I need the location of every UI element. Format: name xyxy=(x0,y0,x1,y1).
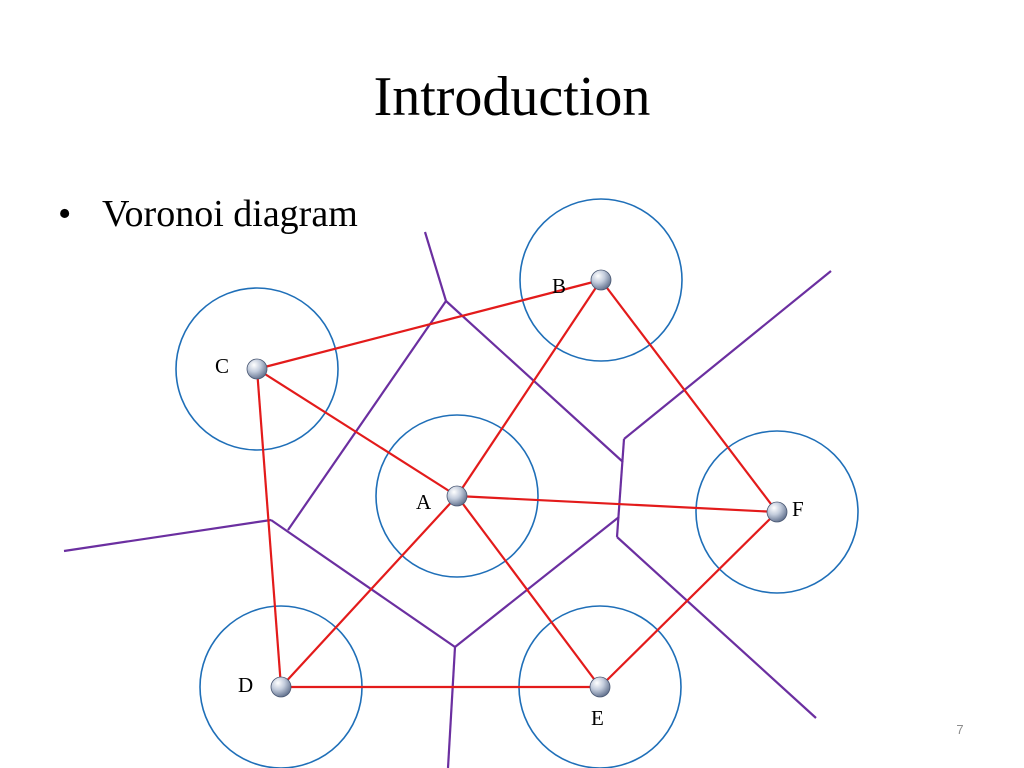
site-label-c: C xyxy=(215,354,229,378)
voronoi-edge xyxy=(287,300,447,531)
site-label-b: B xyxy=(552,274,566,298)
page-number: 7 xyxy=(956,722,964,737)
site-a-point xyxy=(446,485,468,507)
voronoi-edges xyxy=(63,231,832,768)
circle-c xyxy=(175,287,339,451)
voronoi-edge xyxy=(615,438,626,538)
bullet-item: • Voronoi diagram xyxy=(58,190,358,238)
site-label-a: A xyxy=(416,490,432,514)
site-points xyxy=(246,269,788,698)
voronoi-edge xyxy=(446,646,457,768)
delaunay-edge-b-f xyxy=(600,279,778,513)
delaunay-edges xyxy=(255,278,778,689)
delaunay-edge-a-b xyxy=(456,279,602,497)
voronoi-edge xyxy=(270,519,456,648)
site-label-d: D xyxy=(238,673,253,697)
site-label-f: F xyxy=(792,497,804,521)
delaunay-edge-c-d xyxy=(255,368,283,688)
delaunay-edge-c-b xyxy=(256,278,602,371)
site-labels: A B C D E F xyxy=(215,274,804,730)
site-e-point xyxy=(589,676,611,698)
delaunay-edge-a-d xyxy=(280,495,458,688)
site-b-point xyxy=(590,269,612,291)
delaunay-edge-a-f xyxy=(456,494,778,514)
site-f-point xyxy=(766,501,788,523)
voronoi-edge xyxy=(423,231,448,302)
circle-b xyxy=(519,198,683,362)
voronoi-edge xyxy=(623,270,832,440)
site-d-point xyxy=(270,676,292,698)
voronoi-edge xyxy=(63,518,272,553)
slide-title: Introduction xyxy=(373,66,651,128)
bullet-text: Voronoi diagram xyxy=(102,193,358,235)
site-c-point xyxy=(246,358,268,380)
voronoi-edge xyxy=(454,516,620,648)
circle-f xyxy=(695,430,859,594)
delaunay-edge-e-f xyxy=(599,511,778,688)
delaunay-edge-c-a xyxy=(256,368,458,497)
delaunay-edge-a-e xyxy=(456,495,601,688)
voronoi-edge xyxy=(616,536,817,719)
site-label-e: E xyxy=(591,706,604,730)
circle-a xyxy=(375,414,539,578)
bullet-dot-icon: • xyxy=(58,193,72,235)
